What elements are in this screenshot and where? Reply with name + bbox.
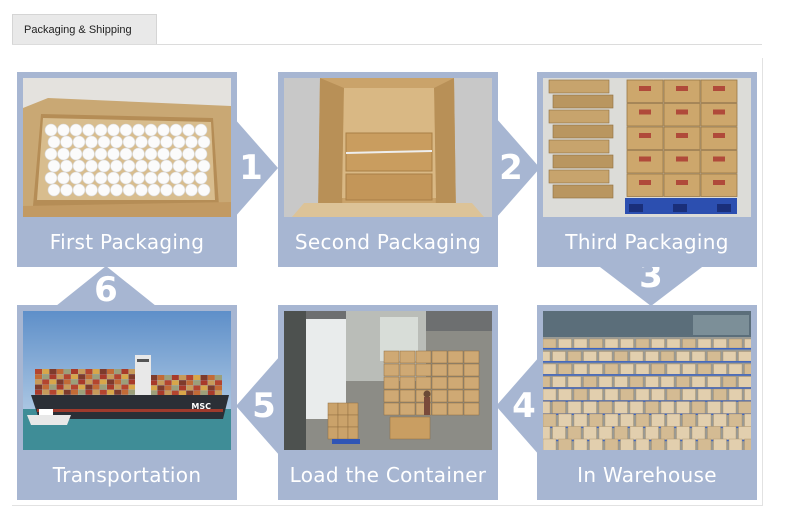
arrow-1-to-2 [234, 118, 278, 218]
step-first-packaging: First Packaging [17, 72, 237, 267]
step-label-transportation: Transportation [52, 463, 202, 487]
step-number-2: 2 [499, 148, 523, 188]
photo-warehouse [543, 311, 751, 450]
arrow-5-to-6 [236, 356, 280, 456]
step-label-in-warehouse: In Warehouse [577, 463, 717, 487]
photo-container-ship: MSC [23, 311, 231, 450]
photo-container-loading [284, 311, 492, 450]
step-transportation: MSC Transportation [17, 305, 237, 500]
arrow-6-up [56, 266, 156, 306]
step-load-the-container: Load the Container [278, 305, 498, 500]
arrow-4-to-5 [496, 356, 540, 456]
step-label-first-packaging: First Packaging [49, 230, 205, 254]
photo-palletized-cartons [543, 78, 751, 217]
arrow-2-to-3 [496, 118, 540, 218]
step-number-6: 6 [94, 270, 118, 310]
tab-divider [12, 44, 762, 45]
step-number-5: 5 [252, 386, 276, 426]
arrow-3-to-4 [596, 264, 706, 306]
step-third-packaging: Third Packaging [537, 72, 757, 267]
photo-open-carton [284, 78, 492, 217]
step-label-load-the-container: Load the Container [289, 463, 487, 487]
bottom-border [12, 505, 762, 506]
step-label-second-packaging: Second Packaging [294, 230, 482, 254]
ship-brand-text: MSC [191, 402, 211, 411]
section-tab[interactable]: Packaging & Shipping [12, 14, 157, 44]
photo-bottles-in-box [23, 78, 231, 217]
step-number-1: 1 [239, 148, 263, 188]
step-in-warehouse: In Warehouse [537, 305, 757, 500]
right-border [762, 58, 763, 506]
step-label-third-packaging: Third Packaging [565, 230, 729, 254]
step-number-4: 4 [512, 386, 536, 426]
step-second-packaging: Second Packaging [278, 72, 498, 267]
